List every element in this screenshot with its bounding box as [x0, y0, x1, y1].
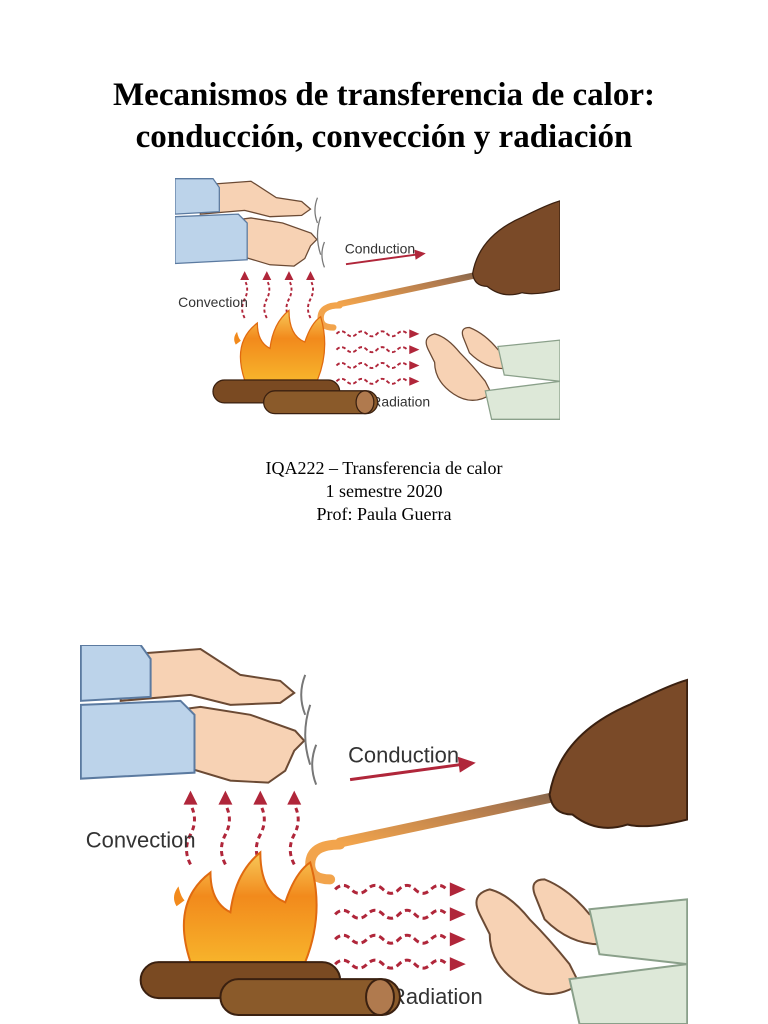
course-professor: Prof: Paula Guerra [316, 504, 452, 524]
convection-label-large: Convection [86, 827, 196, 852]
title-line-2: conducción, convección y radiación [135, 119, 633, 155]
course-info: IQA222 – Transferencia de calor 1 semest… [0, 457, 768, 526]
radiation-label-large: Radiation [390, 984, 483, 1009]
heat-transfer-illustration-large: Conduction Convection Radiation [80, 645, 688, 1024]
radiation-label: Radiation [371, 394, 430, 410]
convection-label: Convection [178, 294, 248, 310]
heat-transfer-svg-small: Conduction Convection Radiation [175, 178, 560, 420]
heat-transfer-svg-large: Conduction Convection Radiation [80, 645, 688, 1024]
conduction-label: Conduction [345, 240, 415, 256]
heat-transfer-illustration-small: Conduction Convection Radiation [175, 178, 560, 420]
slide-title: Mecanismos de transferencia de calor: co… [0, 74, 768, 158]
course-semester: 1 semestre 2020 [325, 481, 443, 501]
title-line-1: Mecanismos de transferencia de calor: [113, 77, 655, 113]
course-code-name: IQA222 – Transferencia de calor [265, 458, 503, 478]
conduction-label-large: Conduction [348, 743, 459, 768]
